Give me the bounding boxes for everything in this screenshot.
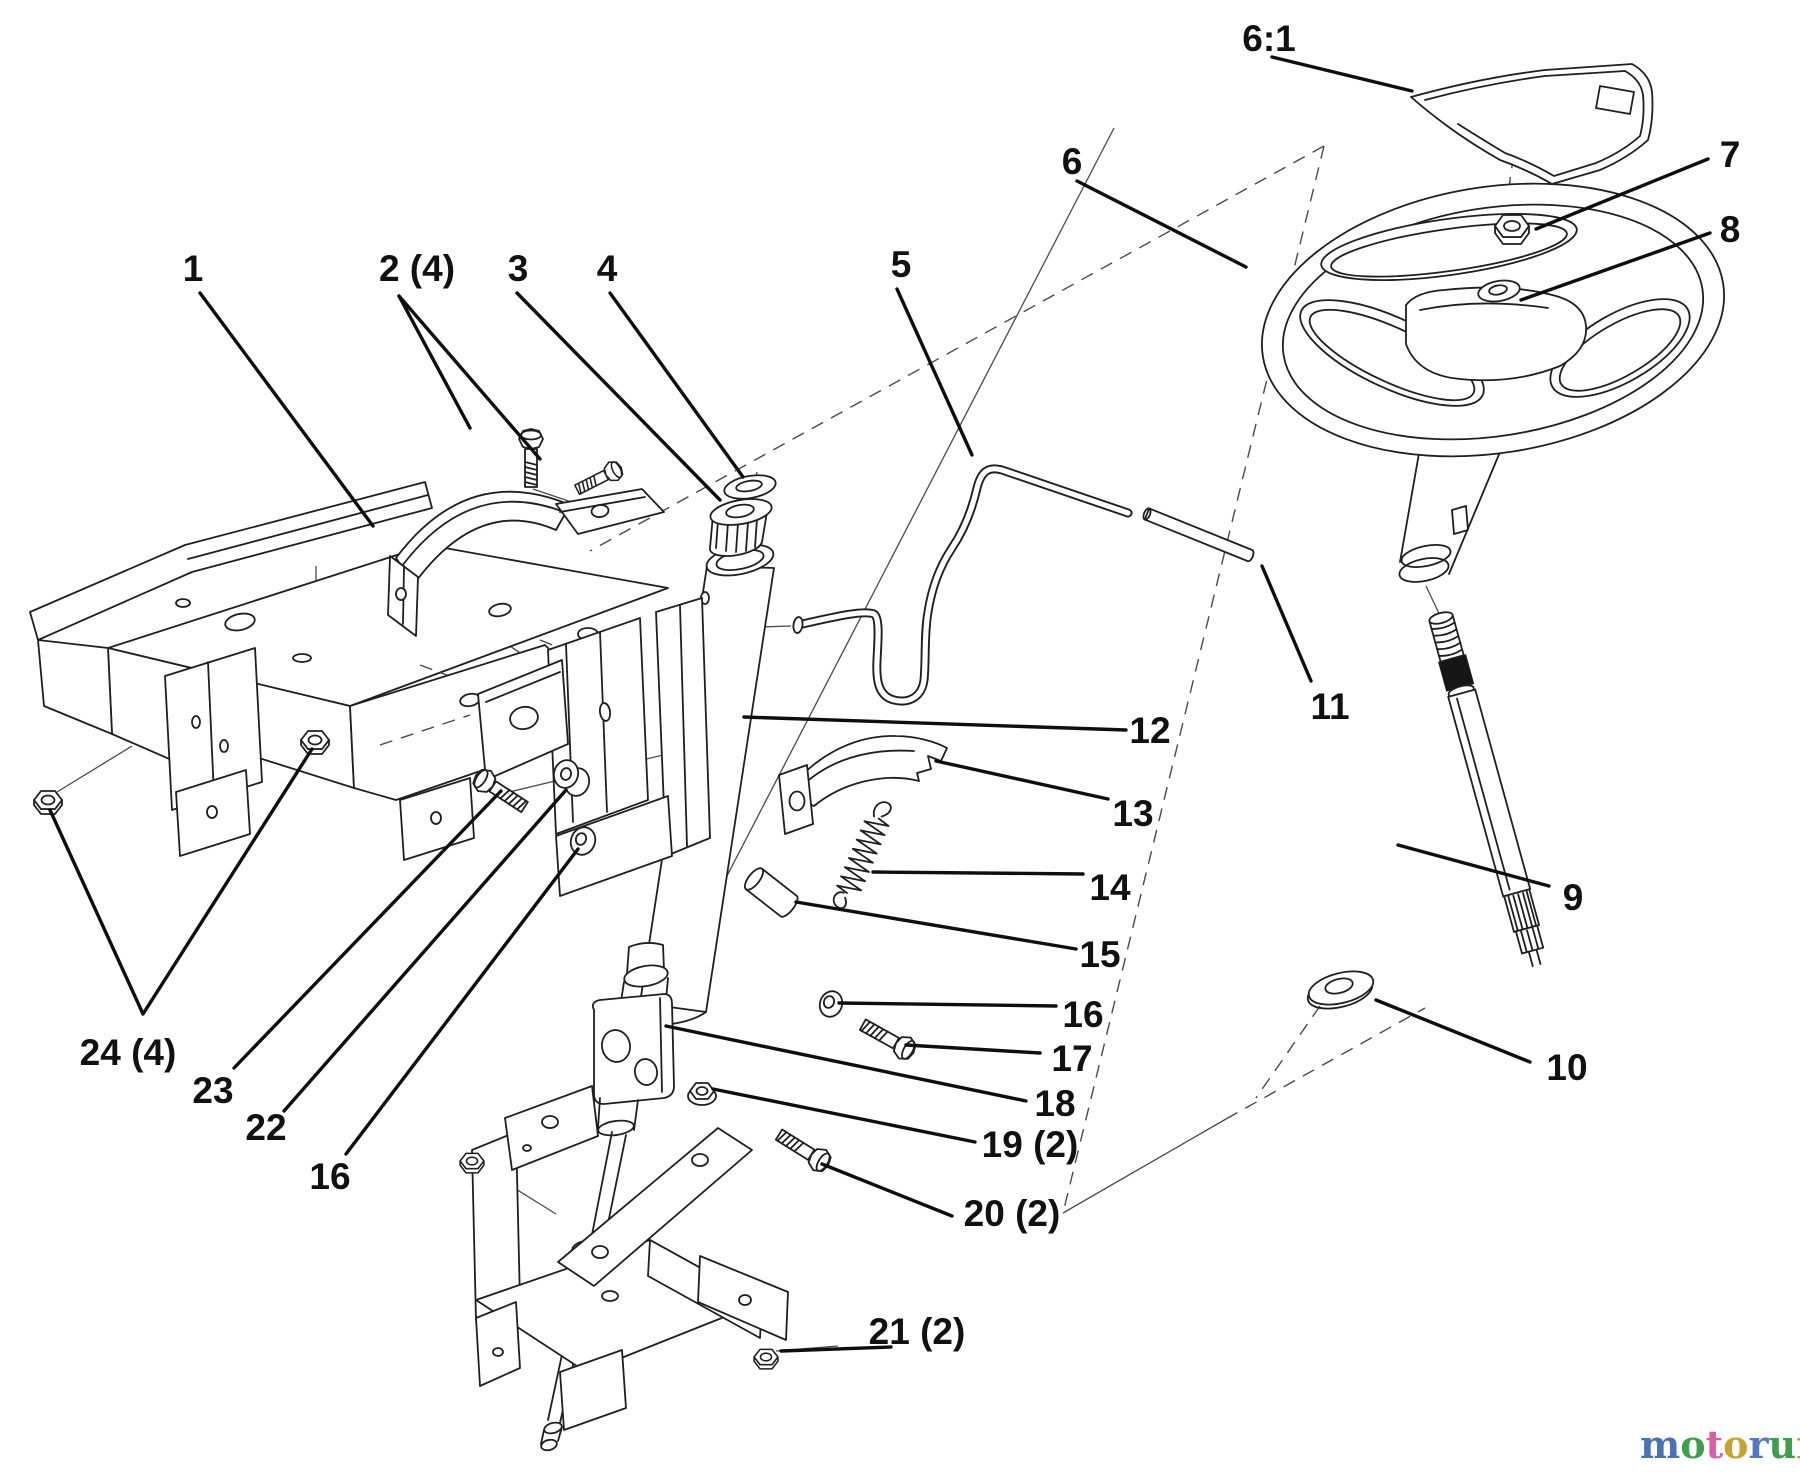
- part-label-22: 22: [245, 1107, 286, 1148]
- flange-nut-24: [300, 730, 330, 755]
- bushing-22: [552, 759, 591, 797]
- washer-16: [818, 990, 844, 1018]
- cam-plate-13: [778, 735, 948, 835]
- part-label-19: 19 (2): [982, 1124, 1079, 1165]
- steering-wheel-group: [1261, 63, 1725, 1010]
- part-label-14: 14: [1089, 867, 1131, 908]
- watermark-letter: m: [1640, 1422, 1680, 1467]
- steering-shaft-9: [1428, 611, 1545, 968]
- hex-bolt-20: [771, 1123, 836, 1177]
- part-labels: 1 2 (4) 3 4 5 6 6:1 7 8 9 10 11 12 13 14…: [80, 18, 1741, 1352]
- wheel-hub-column: [1398, 435, 1501, 583]
- lower-mount-bracket: [459, 1085, 789, 1431]
- watermark-letter: t: [1706, 1422, 1724, 1467]
- hex-nut-21: [459, 1152, 485, 1174]
- part-label-2: 2 (4): [379, 248, 455, 289]
- steering-clamp: [387, 428, 665, 637]
- console-bracket: [29, 481, 669, 861]
- clamp-tab: [555, 488, 665, 535]
- watermark-letter: f: [1796, 1422, 1800, 1467]
- leader-lines: [48, 55, 1712, 1353]
- flange-nut-24: [33, 790, 63, 815]
- part-label-15: 15: [1079, 934, 1120, 975]
- steering-column-assembly: [459, 464, 1255, 1452]
- hex-nut-21: [753, 1348, 779, 1370]
- wheel-cap: [1410, 63, 1654, 185]
- hex-nut-7: [1494, 214, 1530, 245]
- section-plane-edge: [1225, 1007, 1426, 1120]
- wheel-opening: [1549, 298, 1691, 398]
- washer-4: [723, 474, 777, 500]
- part-label-4: 4: [597, 248, 618, 289]
- section-plane-edge: [589, 145, 1325, 552]
- part-label-23: 23: [192, 1070, 233, 1111]
- part-label-5: 5: [891, 244, 912, 285]
- steering-wheel-6: [1261, 182, 1725, 458]
- upright-plate: [164, 647, 263, 811]
- washer-10: [1306, 970, 1375, 1010]
- pin-11: [1142, 507, 1255, 563]
- part-label-17: 17: [1051, 1038, 1092, 1079]
- part-label-7: 7: [1720, 134, 1741, 175]
- part-label-16: 16: [1062, 994, 1103, 1035]
- shaft-knurl: [1438, 654, 1475, 692]
- watermark-letter: o: [1723, 1422, 1748, 1467]
- washer-8: [1477, 279, 1521, 303]
- splined-bushing-3: [709, 498, 773, 557]
- part-label-8: 8: [1720, 209, 1741, 250]
- watermark-letter: o: [1680, 1422, 1705, 1467]
- part-label-10: 10: [1546, 1047, 1587, 1088]
- part-label-20: 20 (2): [964, 1193, 1061, 1234]
- part-label-16b: 16: [309, 1156, 350, 1197]
- part-label-9: 9: [1563, 877, 1584, 918]
- flange-nut-19: [687, 1082, 717, 1106]
- part-label-13: 13: [1112, 793, 1153, 834]
- watermark-letter: r: [1749, 1422, 1770, 1467]
- part-label-18: 18: [1034, 1083, 1075, 1124]
- part-label-21: 21 (2): [869, 1311, 966, 1352]
- part-label-3: 3: [508, 248, 529, 289]
- u-joint-18: [591, 942, 675, 1137]
- part-label-6-1: 6:1: [1242, 18, 1295, 59]
- part-label-1: 1: [183, 248, 204, 289]
- clamp-band: [395, 490, 571, 585]
- spacer-15: [743, 867, 799, 918]
- part-label-24: 24 (4): [80, 1032, 177, 1073]
- watermark-motoruf: motoruf.de: [1640, 1422, 1800, 1467]
- assembly-axis: [56, 745, 133, 793]
- extension-spring-14: [832, 801, 892, 910]
- part-label-11: 11: [1310, 686, 1349, 727]
- section-plane-edge: [1062, 1118, 1227, 1214]
- hex-bolt-17: [856, 1013, 921, 1065]
- wheel-center-pad: [1405, 286, 1587, 382]
- part-label-6: 6: [1062, 141, 1083, 182]
- tilt-lever-rod-5: [792, 464, 1133, 706]
- watermark-letter: u: [1769, 1422, 1797, 1467]
- center-axis: [1255, 1005, 1321, 1099]
- part-label-12: 12: [1129, 710, 1170, 751]
